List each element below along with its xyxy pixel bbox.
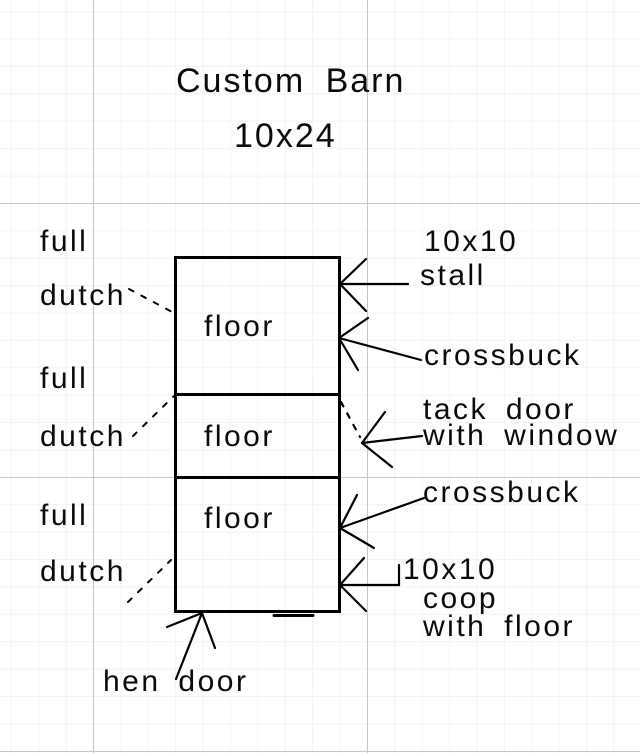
- barn-outline: [174, 256, 341, 613]
- tack-door-arrow: [339, 400, 424, 469]
- full-dutch-label-3-line-2: dutch: [40, 555, 126, 588]
- dutch-door-leader-1: [128, 288, 175, 314]
- tack-door-label-line-2: with window: [423, 419, 620, 452]
- full-dutch-label-1-line-2: dutch: [40, 279, 126, 312]
- dutch-door-leader-3: [127, 559, 172, 603]
- drawing-title: Custom Barn: [176, 62, 406, 100]
- tack-door-dashed-leader: [339, 400, 362, 439]
- crossbuck-bottom-arrow: [338, 493, 426, 550]
- hen-door-label: hen door: [103, 665, 249, 698]
- full-dutch-label-3-line-1: full: [40, 499, 89, 532]
- floor-label-2: floor: [204, 420, 275, 453]
- stall-label-line-2: stall: [420, 259, 486, 292]
- coop-label-line-3: with floor: [423, 610, 576, 643]
- coop-label-line-2: coop: [423, 582, 499, 615]
- floor-label-1: floor: [204, 310, 275, 343]
- dutch-door-leader-2: [132, 395, 175, 437]
- coop-arrow: [338, 556, 401, 613]
- hen-door-arrow: [165, 611, 217, 681]
- floor-label-3: floor: [204, 502, 275, 535]
- drawing-subtitle-dimensions: 10x24: [234, 117, 337, 155]
- stall-arrow: [338, 257, 410, 313]
- tack-door-label-line-1: tack door: [423, 393, 576, 426]
- crossbuck-bottom-label: crossbuck: [423, 476, 581, 509]
- full-dutch-label-1-line-1: full: [40, 225, 89, 258]
- crossbuck-top-label: crossbuck: [424, 339, 582, 372]
- coop-label-line-1: 10x10: [403, 553, 498, 586]
- full-dutch-label-2-line-2: dutch: [40, 420, 126, 453]
- crossbuck-top-arrow: [337, 316, 423, 372]
- full-dutch-label-2-line-1: full: [40, 362, 89, 395]
- stall-label-line-1: 10x10: [424, 225, 519, 258]
